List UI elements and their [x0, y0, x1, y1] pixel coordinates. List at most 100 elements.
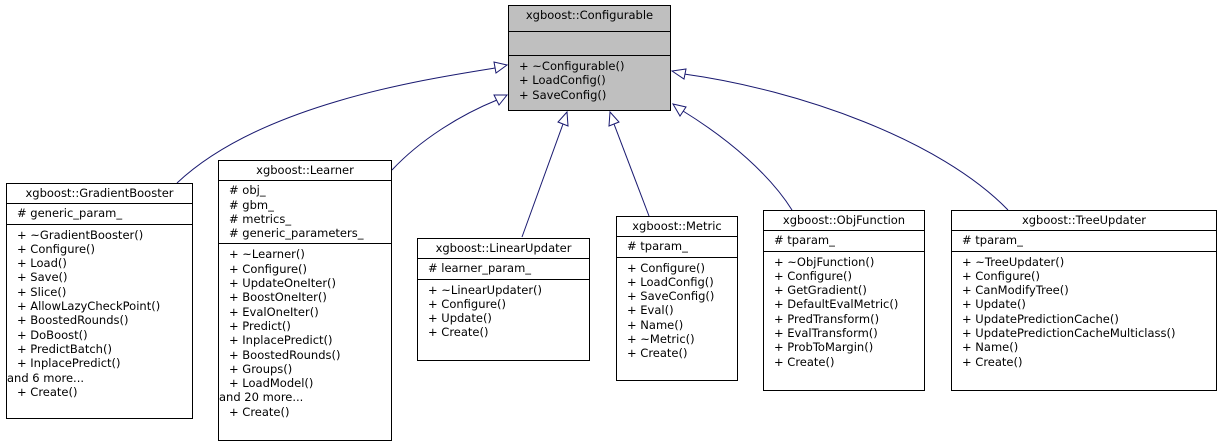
operation: + Configure()	[627, 260, 706, 275]
operation: + UpdatePredictionCache()	[962, 311, 1119, 326]
operation: + LoadConfig()	[627, 274, 714, 289]
edge-metric-to-configurable	[613, 123, 650, 217]
class-name: xgboost::GradientBooster	[7, 184, 192, 205]
class-box-gradientbooster[interactable]: xgboost::GradientBooster # generic_param…	[6, 183, 193, 419]
attribute: # tparam_	[962, 233, 1023, 248]
edge-objfunction-to-configurable	[682, 110, 793, 211]
class-operations: + ~LinearUpdater() + Configure() + Updat…	[418, 280, 589, 342]
operation: + GetGradient()	[774, 283, 867, 298]
operation: + LoadModel()	[229, 376, 314, 391]
edge-treeupdater-to-configurable	[683, 73, 1009, 211]
operation: + Save()	[17, 270, 68, 285]
operation: + Configure()	[774, 268, 853, 283]
operation: + Name()	[627, 317, 684, 332]
operation: + ~TreeUpdater()	[962, 254, 1065, 269]
operation: + ~Metric()	[627, 332, 695, 347]
class-attributes: # tparam_	[764, 231, 924, 252]
operation: + LoadConfig()	[519, 73, 606, 88]
operation: + EvalOneIter()	[229, 304, 319, 319]
operation: + Update()	[428, 311, 492, 326]
operation: + SaveConfig()	[519, 87, 607, 102]
class-attributes: # learner_param_	[418, 259, 589, 280]
class-box-metric[interactable]: xgboost::Metric # tparam_ + Configure() …	[616, 216, 738, 381]
class-operations: + ~ObjFunction() + Configure() + GetGrad…	[764, 252, 924, 371]
operation: + ~LinearUpdater()	[428, 282, 543, 297]
class-box-linearupdater[interactable]: xgboost::LinearUpdater # learner_param_ …	[417, 238, 590, 361]
attribute: # metrics_	[229, 211, 292, 226]
class-attributes: # generic_param_	[7, 204, 192, 225]
attribute: # tparam_	[627, 239, 688, 254]
operation: + DefaultEvalMetric()	[774, 297, 899, 312]
class-attributes: # tparam_	[952, 231, 1216, 252]
attribute: # generic_param_	[17, 206, 123, 221]
attribute: # learner_param_	[428, 261, 532, 276]
class-name: xgboost::ObjFunction	[764, 211, 924, 232]
operation: + ~GradientBooster()	[17, 227, 144, 242]
edge-objfunction-arrowhead	[671, 103, 687, 117]
class-attributes: # tparam_	[617, 237, 737, 258]
operation: + BoostedRounds()	[17, 313, 129, 328]
class-operations: + ~Configurable() + LoadConfig() + SaveC…	[509, 56, 670, 104]
class-operations: + ~Learner() + Configure() + UpdateOneIt…	[219, 244, 391, 421]
class-box-learner[interactable]: xgboost::Learner # obj_ # gbm_ # metrics…	[218, 160, 392, 441]
operation: + Load()	[17, 256, 67, 271]
more-operations: and 20 more...	[219, 390, 304, 405]
attribute: # gbm_	[229, 197, 274, 212]
class-name: xgboost::Learner	[219, 161, 391, 182]
class-box-configurable[interactable]: xgboost::Configurable + ~Configurable() …	[508, 5, 671, 111]
operation: + Create()	[774, 354, 835, 369]
operation: + Slice()	[17, 284, 67, 299]
operation: + AllowLazyCheckPoint()	[17, 299, 161, 314]
operation: + ProbToMargin()	[774, 340, 874, 355]
class-name: xgboost::TreeUpdater	[952, 211, 1216, 232]
operation: + BoostOneIter()	[229, 290, 327, 305]
attribute: # tparam_	[774, 233, 835, 248]
operation: + Configure()	[428, 296, 507, 311]
edge-linearupdater-arrowhead	[557, 110, 569, 127]
operation: + SaveConfig()	[627, 289, 715, 304]
operation: + DoBoost()	[17, 327, 88, 342]
operation: + ~Configurable()	[519, 59, 625, 73]
operation: + Create()	[17, 384, 78, 399]
operation: + Predict()	[229, 318, 291, 333]
class-operations: + Configure() + LoadConfig() + SaveConfi…	[617, 258, 737, 363]
edge-gradientbooster-arrowhead	[493, 61, 509, 74]
class-name: xgboost::Metric	[617, 217, 737, 238]
attribute: # generic_parameters_	[229, 226, 364, 241]
class-box-treeupdater[interactable]: xgboost::TreeUpdater # tparam_ + ~TreeUp…	[951, 210, 1217, 391]
operation: + Create()	[962, 354, 1023, 369]
class-name: xgboost::Configurable	[509, 6, 670, 32]
operation: + Configure()	[962, 268, 1041, 283]
edge-linearupdater-to-configurable	[521, 123, 564, 238]
operation: + Create()	[627, 346, 688, 361]
operation: + PredictBatch()	[17, 341, 112, 356]
edge-gradientbooster-to-configurable	[176, 67, 496, 184]
class-attributes: # obj_ # gbm_ # metrics_ # generic_param…	[219, 181, 391, 245]
edge-metric-arrowhead	[608, 110, 620, 127]
operation: + Eval()	[627, 303, 674, 318]
more-operations: and 6 more...	[7, 370, 85, 385]
operation: + InplacePredict()	[17, 356, 121, 371]
operation: + BoostedRounds()	[229, 347, 341, 362]
class-attributes	[509, 32, 670, 56]
operation: + ~Learner()	[229, 247, 305, 262]
edge-learner-arrowhead	[493, 94, 509, 106]
operation: + ~ObjFunction()	[774, 254, 875, 269]
class-box-objfunction[interactable]: xgboost::ObjFunction # tparam_ + ~ObjFun…	[763, 210, 925, 391]
operation: + UpdateOneIter()	[229, 276, 337, 291]
operation: + InplacePredict()	[229, 333, 333, 348]
operation: + PredTransform()	[774, 311, 880, 326]
operation: + EvalTransform()	[774, 326, 878, 341]
operation: + Update()	[962, 297, 1026, 312]
operation: + UpdatePredictionCacheMulticlass()	[962, 326, 1176, 341]
operation: + Configure()	[229, 261, 308, 276]
operation: + Groups()	[229, 361, 293, 376]
class-name: xgboost::LinearUpdater	[418, 239, 589, 260]
edge-learner-to-configurable	[391, 99, 498, 171]
operation: + Create()	[229, 404, 290, 419]
operation: + Create()	[428, 325, 489, 340]
operation: + Configure()	[17, 241, 96, 256]
operation: + CanModifyTree()	[962, 283, 1069, 298]
operation: + Name()	[962, 340, 1019, 355]
